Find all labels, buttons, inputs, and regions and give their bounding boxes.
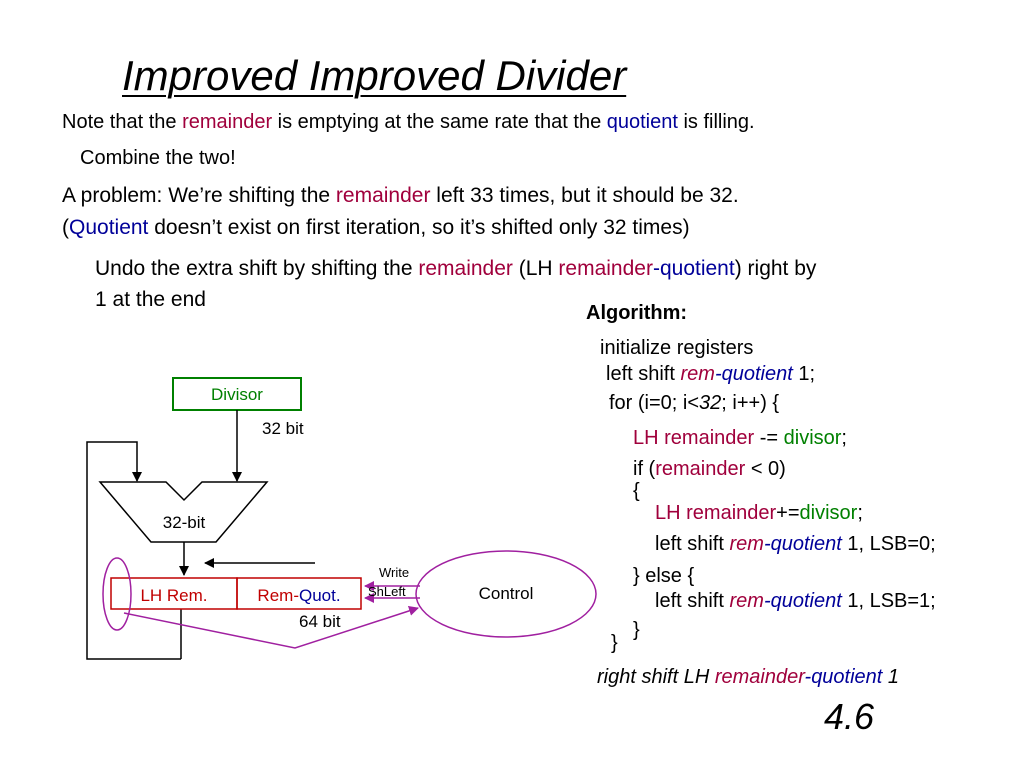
text: right shift LH: [597, 666, 715, 688]
text: -=: [754, 427, 784, 449]
paragraph-undo-end: 1 at the end: [95, 288, 206, 311]
alu-shape: [98, 481, 269, 543]
term-quotient: quotient: [721, 363, 793, 385]
page-title: Improved Improved Divider: [122, 52, 627, 99]
test-signal-arrow: [123, 606, 419, 649]
term-rem: rem: [729, 533, 764, 555]
term-remainder: remainder: [558, 257, 653, 280]
rem-quot-register: [236, 577, 362, 610]
slide-number: 4.6: [824, 696, 875, 737]
text: 32: [699, 392, 722, 414]
control-label: Control: [479, 584, 534, 603]
text: (LH: [512, 257, 559, 280]
text: +=: [776, 502, 800, 524]
paragraph-quotient-note: (Quotient doesn’t exist on first iterati…: [62, 215, 690, 241]
algo-line: left shift rem-quotient 1;: [606, 362, 815, 386]
algo-line: }: [633, 619, 640, 641]
rem-quot-label: Rem-Quot.: [257, 586, 340, 605]
term-remainder: remainder: [335, 184, 431, 207]
text: is emptying at the same rate that the: [272, 111, 607, 133]
term-quotient: Quotient: [69, 216, 149, 239]
text: left 33 times, but it should be 32.: [430, 184, 739, 207]
register-width-label: 64 bit: [299, 612, 341, 631]
term-remainder: remainder: [418, 257, 513, 280]
text: 1;: [792, 363, 816, 385]
shleft-label: ShLeft: [368, 584, 406, 599]
algo-line: initialize registers: [600, 337, 754, 359]
term-divisor: divisor: [799, 502, 858, 524]
term-divisor: divisor: [783, 427, 842, 449]
text: for (i=0; i<: [609, 392, 700, 414]
text: ; i++) {: [721, 392, 780, 414]
feedback-loop-arrow: [86, 441, 181, 660]
algo-line: {: [633, 480, 640, 502]
algo-line: LH remainder -= divisor;: [633, 426, 847, 450]
paragraph-combine: Combine the two!: [80, 147, 236, 169]
lh-rem-label: LH Rem.: [140, 586, 207, 605]
text: A problem: We’re shifting the: [62, 184, 336, 207]
text: is filling.: [677, 111, 755, 133]
algo-line: LH remainder+=divisor;: [655, 501, 863, 525]
text: -: [763, 590, 771, 612]
term-rem: rem: [680, 363, 715, 385]
text: ) right by: [734, 257, 817, 280]
alu-label: 32-bit: [163, 513, 206, 532]
text: if (: [633, 458, 656, 480]
algo-line: if (remainder < 0): [633, 457, 786, 481]
term-remainder: remainder: [655, 458, 746, 480]
text: (: [62, 216, 69, 239]
algo-line: for (i=0; i<32; i++) {: [609, 391, 779, 415]
text: Note that the: [62, 111, 183, 133]
divisor-width-label: 32 bit: [262, 419, 304, 438]
algo-line: left shift rem-quotient 1, LSB=0;: [655, 532, 936, 556]
text: 1: [882, 666, 900, 688]
paragraph-undo: Undo the extra shift by shifting the rem…: [95, 256, 816, 282]
term-quotient: quotient: [770, 590, 842, 612]
term-remainder: remainder: [714, 666, 805, 688]
algorithm-heading: Algorithm:: [586, 302, 688, 324]
text: doesn’t exist on first iteration, so it’…: [148, 216, 690, 239]
text: 1, LSB=0;: [841, 533, 936, 555]
paragraph-note: Note that the remainder is emptying at t…: [62, 110, 755, 134]
text: -: [763, 533, 771, 555]
text: -: [714, 363, 722, 385]
term-quotient: quotient: [770, 533, 842, 555]
algo-line: }: [611, 632, 618, 654]
algo-line: right shift LH remainder-quotient 1: [597, 665, 899, 689]
text: -: [804, 666, 812, 688]
paragraph-problem: A problem: We’re shifting the remainder …: [62, 183, 739, 209]
term-remainder: remainder: [182, 111, 273, 133]
rem-part: Rem-: [257, 586, 299, 605]
algo-line: left shift rem-quotient 1, LSB=1;: [655, 589, 936, 613]
term-lh-remainder: LH remainder: [655, 502, 777, 524]
term-quotient: quotient: [659, 257, 735, 280]
text: 1, LSB=1;: [841, 590, 936, 612]
text: left shift: [655, 533, 730, 555]
term-quotient: quotient: [606, 111, 678, 133]
text: ;: [857, 502, 863, 524]
control-ellipse: [415, 550, 597, 638]
text: < 0): [745, 458, 786, 480]
text: left shift: [655, 590, 730, 612]
algo-line: } else {: [633, 565, 695, 587]
term-rem: rem: [729, 590, 764, 612]
term-quotient: quotient: [811, 666, 883, 688]
lh-highlight-ellipse: [102, 557, 132, 631]
text: ;: [841, 427, 847, 449]
text: Undo the extra shift by shifting the: [95, 257, 419, 280]
text: -: [652, 257, 660, 280]
write-label: Write: [379, 565, 409, 580]
term-lh-remainder: LH remainder: [633, 427, 755, 449]
divisor-label: Divisor: [211, 385, 263, 404]
text: left shift: [606, 363, 681, 385]
quot-part: Quot.: [299, 586, 341, 605]
